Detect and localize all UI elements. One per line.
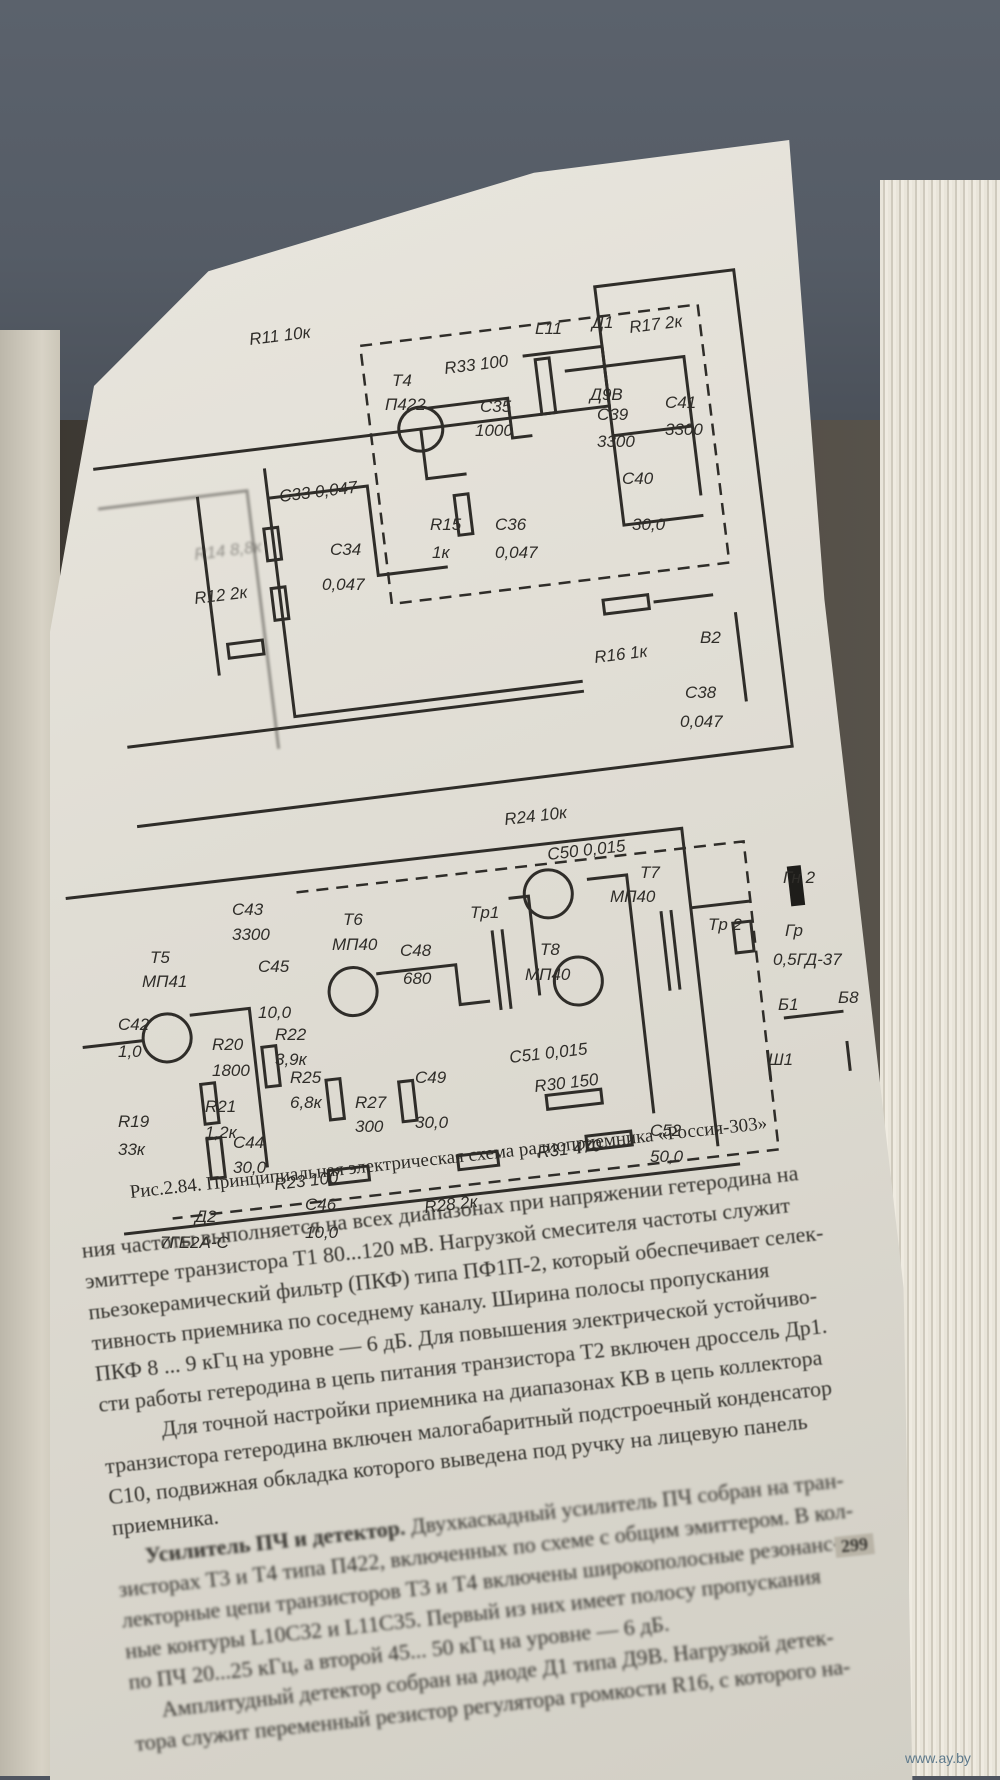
label-c40: C40 <box>622 469 654 488</box>
label-c43-val: 3300 <box>232 925 270 944</box>
label-7ge2a: 7ГЕ2А-С <box>160 1233 229 1252</box>
label-r21: R21 <box>205 1097 236 1116</box>
label-p422: П422 <box>385 395 426 414</box>
label-c42: C42 <box>118 1015 150 1034</box>
label-c36: C36 <box>495 515 527 534</box>
label-gr: Гр <box>785 921 803 940</box>
label-c44-val: 30,0 <box>233 1158 267 1177</box>
label-b2: B2 <box>700 628 721 647</box>
page-number: 299 <box>834 1533 875 1558</box>
label-t6: T6 <box>343 910 363 929</box>
label-c51: C51 0,015 <box>508 1039 589 1067</box>
label-c36-val: 0,047 <box>495 543 538 562</box>
label-r21-val: 1,2к <box>205 1123 238 1142</box>
label-c38-val: 0,047 <box>680 712 723 731</box>
label-gn2: Гн 2 <box>783 868 816 887</box>
label-r22-val: 3,9к <box>275 1050 308 1069</box>
label-l11: L11 <box>535 319 562 338</box>
label-r27: R27 <box>355 1093 387 1112</box>
label-r16: R16 1к <box>593 641 649 666</box>
label-speaker: 0,5ГД-37 <box>773 950 842 969</box>
label-r12: R12 2к <box>193 582 249 607</box>
label-r27-val: 300 <box>355 1117 384 1136</box>
label-c35-val: 1000 <box>475 421 513 440</box>
label-c46-val: 10,0 <box>305 1223 339 1242</box>
label-tp1: Tp1 <box>470 903 499 922</box>
label-b8: Б8 <box>838 988 859 1007</box>
label-c52: C52 <box>650 1121 682 1140</box>
label-r20: R20 <box>212 1035 244 1054</box>
label-c41-val: 3300 <box>665 420 703 439</box>
label-c45: C45 <box>258 957 290 976</box>
schematic-label-layer: R11 10к T4 П422 R33 100 C35 1000 L11 Д1 … <box>118 311 859 1252</box>
label-c38: C38 <box>685 683 717 702</box>
label-c49-val: 30,0 <box>415 1113 449 1132</box>
label-c35: C35 <box>480 397 512 416</box>
label-c34: C34 <box>330 540 361 559</box>
book-page <box>50 140 913 1780</box>
label-sh1: Ш1 <box>768 1050 793 1069</box>
label-c41: C41 <box>665 393 696 412</box>
body-text: ния частоты выполняется на всех диапазон… <box>80 1145 962 1759</box>
label-c40-val: 30,0 <box>632 515 666 534</box>
label-r15: R15 <box>430 515 462 534</box>
label-r15-val: 1к <box>432 543 450 562</box>
label-d9v: Д9В <box>588 385 623 404</box>
label-r20-val: 1800 <box>212 1061 250 1080</box>
label-t5: T5 <box>150 948 170 967</box>
label-r17: R17 2к <box>628 311 684 336</box>
label-t4: T4 <box>392 371 412 390</box>
label-c49: C49 <box>415 1068 447 1087</box>
label-c45-val: 10,0 <box>258 1003 292 1022</box>
label-c48: C48 <box>400 941 432 960</box>
label-c34-val: 0,047 <box>322 575 365 594</box>
watermark: www.ay.by <box>905 1750 971 1766</box>
label-c43: C43 <box>232 900 264 919</box>
label-c44: C44 <box>233 1133 264 1152</box>
label-t8: T8 <box>540 940 560 959</box>
label-b1: Б1 <box>778 995 799 1014</box>
label-r25-val: 6,8к <box>290 1093 323 1112</box>
label-c39-val: 3300 <box>597 432 635 451</box>
label-t7: T7 <box>640 863 660 882</box>
label-r24: R24 10к <box>503 803 569 829</box>
label-d2: Д2 <box>193 1207 217 1226</box>
label-r30: R30 150 <box>533 1070 600 1096</box>
label-r33: R33 100 <box>443 351 510 378</box>
label-c33: C33 0,047 <box>278 477 359 505</box>
label-mp40-t6: МП40 <box>332 935 378 954</box>
label-c46: C46 <box>305 1195 337 1214</box>
label-c48-val: 680 <box>403 969 432 988</box>
label-tp2: Tp 2 <box>708 915 743 934</box>
label-mp40-t8: МП40 <box>525 965 571 984</box>
schematic-upper <box>93 268 794 829</box>
label-r25: R25 <box>290 1068 322 1087</box>
label-mp40-t7: МП40 <box>610 887 656 906</box>
label-r19: R19 <box>118 1112 150 1131</box>
label-r19-val: 33к <box>118 1140 146 1159</box>
label-c42-val: 1,0 <box>118 1042 142 1061</box>
label-c39: C39 <box>597 405 629 424</box>
schematic-lower <box>65 826 852 1236</box>
label-d1: Д1 <box>590 313 613 332</box>
label-r22: R22 <box>275 1025 307 1044</box>
label-mp41: МП41 <box>142 972 187 991</box>
label-c52-val: 50,0 <box>650 1147 684 1166</box>
label-r11: R11 10к <box>248 322 312 348</box>
